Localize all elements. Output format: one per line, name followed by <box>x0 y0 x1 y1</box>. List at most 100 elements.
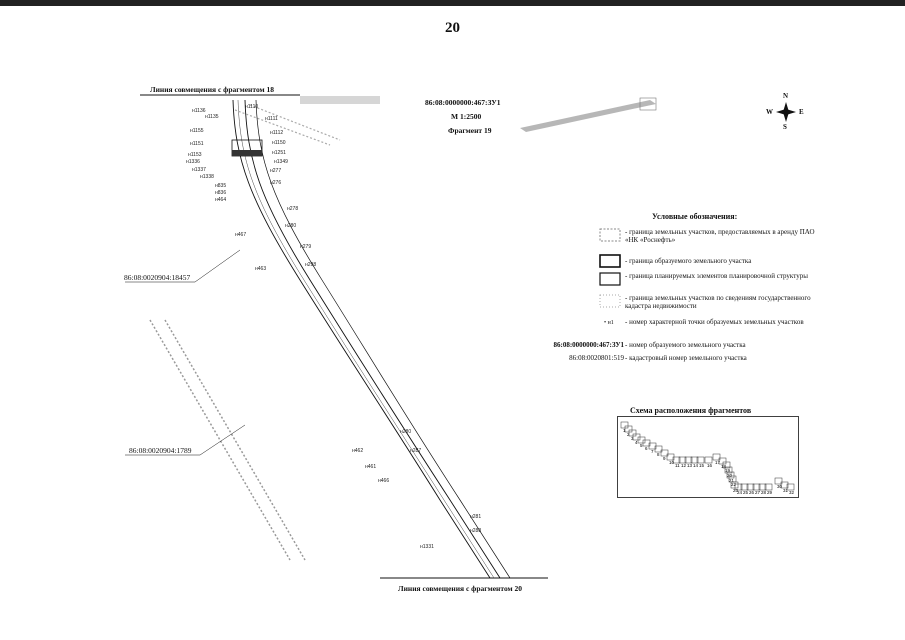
svg-text:н287: н287 <box>410 448 421 454</box>
svg-text:н1251: н1251 <box>272 150 286 156</box>
scheme-fragment-number: 10 <box>669 460 675 465</box>
scheme-fragment-number: 13 <box>687 463 693 468</box>
compass-e: E <box>799 108 804 116</box>
scheme-fragment-number: 27 <box>755 490 761 495</box>
scheme-fragment-number: 17 <box>715 460 721 465</box>
scheme-fragment-box <box>730 481 739 489</box>
svg-text:н1338: н1338 <box>200 174 214 180</box>
scheme-fragment-number: 16 <box>707 463 713 468</box>
scheme-title: Схема расположения фрагментов <box>630 406 752 415</box>
svg-text:н467: н467 <box>235 232 246 238</box>
scheme-fragment-number: 2 <box>627 432 630 437</box>
svg-text:н1155: н1155 <box>190 128 204 134</box>
scheme-fragment-number: 1 <box>623 428 626 433</box>
scheme-fragment-number: 5 <box>640 443 643 448</box>
compass-n: N <box>783 92 789 100</box>
point-labels: н1136 н1110 н1135 н1111 н1155 н1112 н115… <box>186 104 481 550</box>
scheme-fragment-box <box>752 483 761 491</box>
svg-text:н276: н276 <box>270 180 281 186</box>
corridor-line-3 <box>255 99 511 579</box>
scheme-fragment-number: 28 <box>761 490 767 495</box>
scheme-fragment-box <box>678 456 687 464</box>
svg-text:н288: н288 <box>470 528 481 534</box>
svg-text:н279: н279 <box>300 244 311 250</box>
compass-icon <box>776 102 796 122</box>
scheme-fragment-box <box>758 483 767 491</box>
svg-text:н1331: н1331 <box>420 544 434 550</box>
scheme-fragment-box <box>718 457 727 465</box>
fragment-label: Фрагмент 19 <box>448 126 492 135</box>
top-border <box>0 0 905 6</box>
svg-text:н280: н280 <box>285 223 296 229</box>
scheme-fragment-box <box>724 466 733 474</box>
seam-label-bottom: Линия совмещения с фрагментом 20 <box>398 584 523 593</box>
scheme-fragment-number: 18 <box>721 464 727 469</box>
scheme-fragment-number: 7 <box>651 449 654 454</box>
scheme-fragment-box <box>696 456 705 464</box>
scheme-fragment-box <box>764 483 773 491</box>
svg-text:н836: н836 <box>215 190 226 196</box>
scheme-fragment-number: 21 <box>729 478 735 483</box>
legend-item: - граница земельных участков, предоставл… <box>560 228 820 246</box>
svg-text:н466: н466 <box>378 478 389 484</box>
svg-text:н461: н461 <box>365 464 376 470</box>
scheme-fragment-box <box>774 477 783 485</box>
scheme-fragment-number: 22 <box>731 482 737 487</box>
svg-text:н1336: н1336 <box>186 159 200 165</box>
scheme-fragment-box <box>654 445 663 453</box>
svg-text:н1110: н1110 <box>245 104 258 110</box>
scheme-fragment-number: 30 <box>777 484 783 489</box>
scheme-fragment-number: 11 <box>675 463 680 468</box>
svg-text:н278: н278 <box>287 206 298 212</box>
scheme-fragment-box <box>628 429 637 437</box>
scheme-fragment-box <box>740 483 749 491</box>
svg-text:н280: н280 <box>400 429 411 435</box>
compass-s: S <box>783 123 787 131</box>
svg-text:н1150: н1150 <box>272 140 286 146</box>
svg-text:н1111: н1111 <box>265 116 278 122</box>
legend-item: • н1 - номер характерной точки образуемы… <box>604 318 804 326</box>
scheme-fragment-box <box>624 425 633 433</box>
scheme-fragment-number: 24 <box>737 490 743 495</box>
scheme-fragment-number: 31 <box>783 488 789 493</box>
svg-text:н464: н464 <box>215 197 226 203</box>
svg-text:н298: н298 <box>305 262 316 268</box>
svg-text:н1349: н1349 <box>274 159 288 165</box>
svg-text:н835: н835 <box>215 183 226 189</box>
scheme-fragment-number: 20 <box>727 473 733 478</box>
seam-label-top: Линия совмещения с фрагментом 18 <box>150 85 275 94</box>
scheme-fragment-number: 4 <box>635 440 638 445</box>
parcel-number: 86:08:0000000:467:ЗУ1 <box>425 98 501 107</box>
scheme-fragment-box <box>672 456 681 464</box>
svg-text:н1112: н1112 <box>270 130 283 136</box>
scheme-fragment-box <box>746 483 755 491</box>
corridor-line-2 <box>244 99 501 579</box>
scheme-fragment-number: 9 <box>663 456 666 461</box>
scheme-fragment-box <box>726 471 735 479</box>
svg-text:н281: н281 <box>470 514 481 520</box>
scheme-fragment-box <box>722 461 731 469</box>
legend-item: - граница планируемых элементов планиров… <box>560 272 820 290</box>
scheme-fragment-number: 25 <box>743 490 749 495</box>
scheme-fragment-number: 8 <box>657 452 660 457</box>
scale-label: М 1:2500 <box>451 112 482 121</box>
svg-text:н1136: н1136 <box>192 108 206 114</box>
scheme-fragment-number: 29 <box>767 490 773 495</box>
scheme-fragment-box <box>620 421 629 429</box>
scheme-fragment-number: 3 <box>631 436 634 441</box>
svg-text:н1337: н1337 <box>192 167 206 173</box>
scheme-fragment-box <box>660 449 669 457</box>
scheme-fragment-number: 26 <box>749 490 755 495</box>
hatch-left <box>149 319 306 561</box>
cadastral-label-1: 86:08:0020904:18457 <box>124 273 191 282</box>
cadastral-label-2: 86:08:0020904:1789 <box>129 446 192 455</box>
svg-text:н277: н277 <box>270 168 281 174</box>
scheme-fragment-box <box>712 453 721 461</box>
scheme-fragment-number: 23 <box>733 488 739 493</box>
scheme-fragment-box <box>684 456 693 464</box>
scheme-fragment-number: 32 <box>789 490 795 495</box>
compass-w: W <box>766 108 773 116</box>
legend-item: - граница земельных участков по сведения… <box>560 294 820 312</box>
scheme-fragment-number: 14 <box>693 463 699 468</box>
